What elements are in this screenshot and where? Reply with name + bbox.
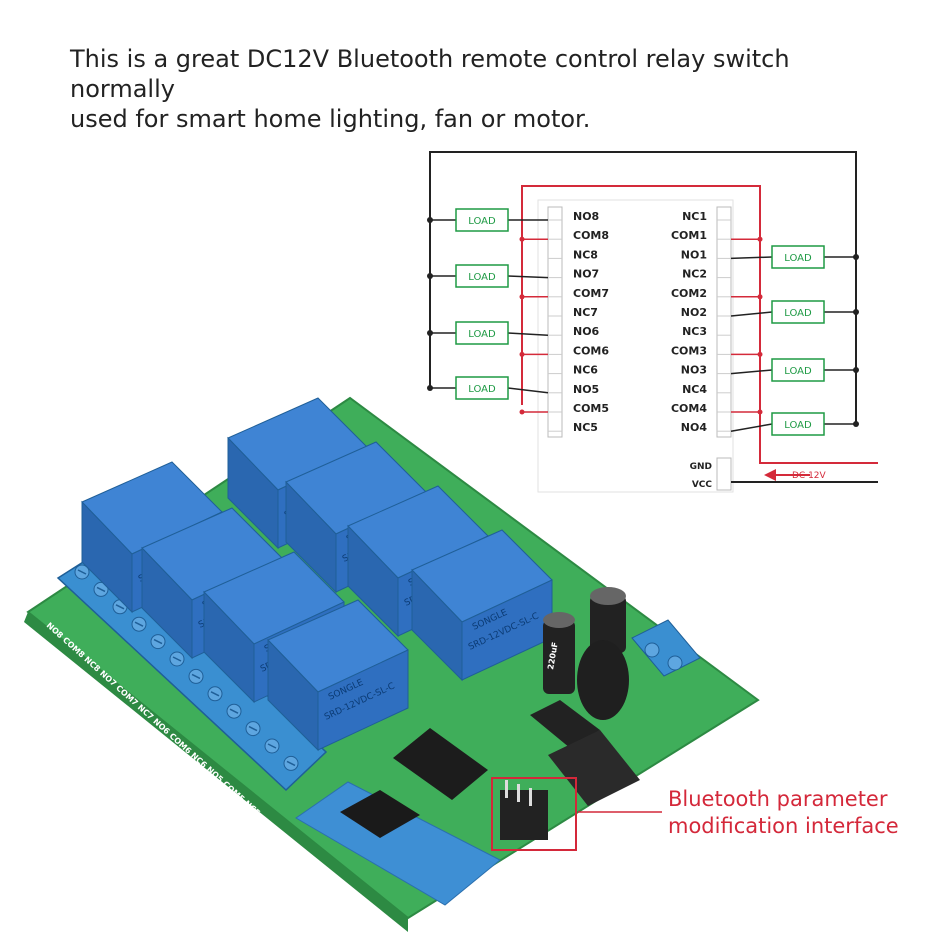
terminal-label-com7: COM7 (573, 287, 609, 300)
terminal-label-no8: NO8 (573, 210, 599, 223)
load-label: LOAD (784, 253, 812, 264)
load-right-4: LOAD (730, 409, 859, 436)
module-outline (537, 199, 734, 493)
terminal-label-nc3: NC3 (682, 325, 707, 338)
power-terminal-block (716, 457, 732, 491)
programming-header (500, 780, 548, 840)
description-line-1: This is a great DC12V Bluetooth remote c… (70, 45, 790, 103)
terminal-label-com3: COM3 (671, 344, 707, 357)
wiring-diagram: NO8COM8NC8NO7COM7NC7NO6COM6NC6NO5COM5NC5… (427, 151, 878, 493)
buck-ic (548, 730, 640, 806)
product-description: This is a great DC12V Bluetooth remote c… (70, 44, 890, 134)
vcc-label: VCC (692, 480, 713, 490)
bluetooth-interface-annotation: Bluetooth parameter modification interfa… (668, 786, 899, 840)
left-terminal-strip (547, 206, 563, 438)
load-left-2: LOAD (427, 264, 549, 300)
load-left-4: LOAD (427, 376, 549, 415)
load-label: LOAD (468, 384, 496, 395)
description-line-2: used for smart home lighting, fan or mot… (70, 105, 591, 133)
terminal-label-no4: NO4 (681, 421, 708, 434)
right-terminal-strip (716, 206, 732, 438)
relays-front-row: SRD-12VDC-SL-CSONGLESRD-12VDC-SL-CSONGLE… (81, 461, 409, 752)
terminal-label-com1: COM1 (671, 229, 707, 242)
inductor (577, 640, 629, 720)
annotation-line-1: Bluetooth parameter (668, 787, 888, 811)
terminal-screws (74, 564, 299, 771)
gnd-label: GND (690, 462, 712, 472)
load-label: LOAD (784, 366, 812, 377)
common-wire (429, 151, 857, 422)
load-label: LOAD (468, 272, 496, 283)
load-right-1: LOAD (730, 236, 859, 269)
load-right-3: LOAD (730, 351, 859, 382)
load-label: LOAD (468, 329, 496, 340)
terminal-label-no3: NO3 (681, 364, 707, 377)
load-left-3: LOAD (427, 321, 549, 357)
capacitors: 220uF (543, 587, 626, 694)
load-label: LOAD (784, 420, 812, 431)
terminal-label-nc5: NC5 (573, 421, 598, 434)
terminal-label-no5: NO5 (573, 383, 599, 396)
terminal-label-com4: COM4 (671, 402, 707, 415)
terminal-label-no1: NO1 (681, 248, 707, 261)
power-input-terminal (631, 619, 701, 677)
terminal-label-nc6: NC6 (573, 364, 598, 377)
supply-label: DC 12V (792, 471, 827, 481)
load-right-2: LOAD (730, 294, 859, 324)
terminal-label-nc7: NC7 (573, 306, 598, 319)
annotation-line-2: modification interface (668, 814, 899, 838)
supply-arrow (764, 469, 776, 481)
terminal-label-no7: NO7 (573, 268, 599, 281)
terminal-label-com8: COM8 (573, 229, 609, 242)
terminal-label-nc4: NC4 (682, 383, 707, 396)
relays-back-row: SRD-12VDC-SL-CSONGLESRD-12VDC-SL-CSONGLE… (227, 397, 553, 682)
terminal-label-com6: COM6 (573, 344, 609, 357)
terminal-label-com5: COM5 (573, 402, 609, 415)
load-label: LOAD (468, 216, 496, 227)
terminal-label-no2: NO2 (681, 306, 707, 319)
terminal-label-nc8: NC8 (573, 248, 598, 261)
terminal-label-com2: COM2 (671, 287, 707, 300)
load-label: LOAD (784, 308, 812, 319)
terminal-label-nc2: NC2 (682, 268, 707, 281)
terminal-label-nc1: NC1 (682, 210, 707, 223)
bluetooth-chip (340, 790, 420, 838)
load-left-1: LOAD (427, 208, 548, 242)
bluetooth-interface-highlight (491, 777, 577, 851)
driver-ic (393, 728, 488, 800)
power-wire (521, 185, 878, 464)
regulator-ic (530, 700, 600, 748)
terminal-label-no6: NO6 (573, 325, 600, 338)
